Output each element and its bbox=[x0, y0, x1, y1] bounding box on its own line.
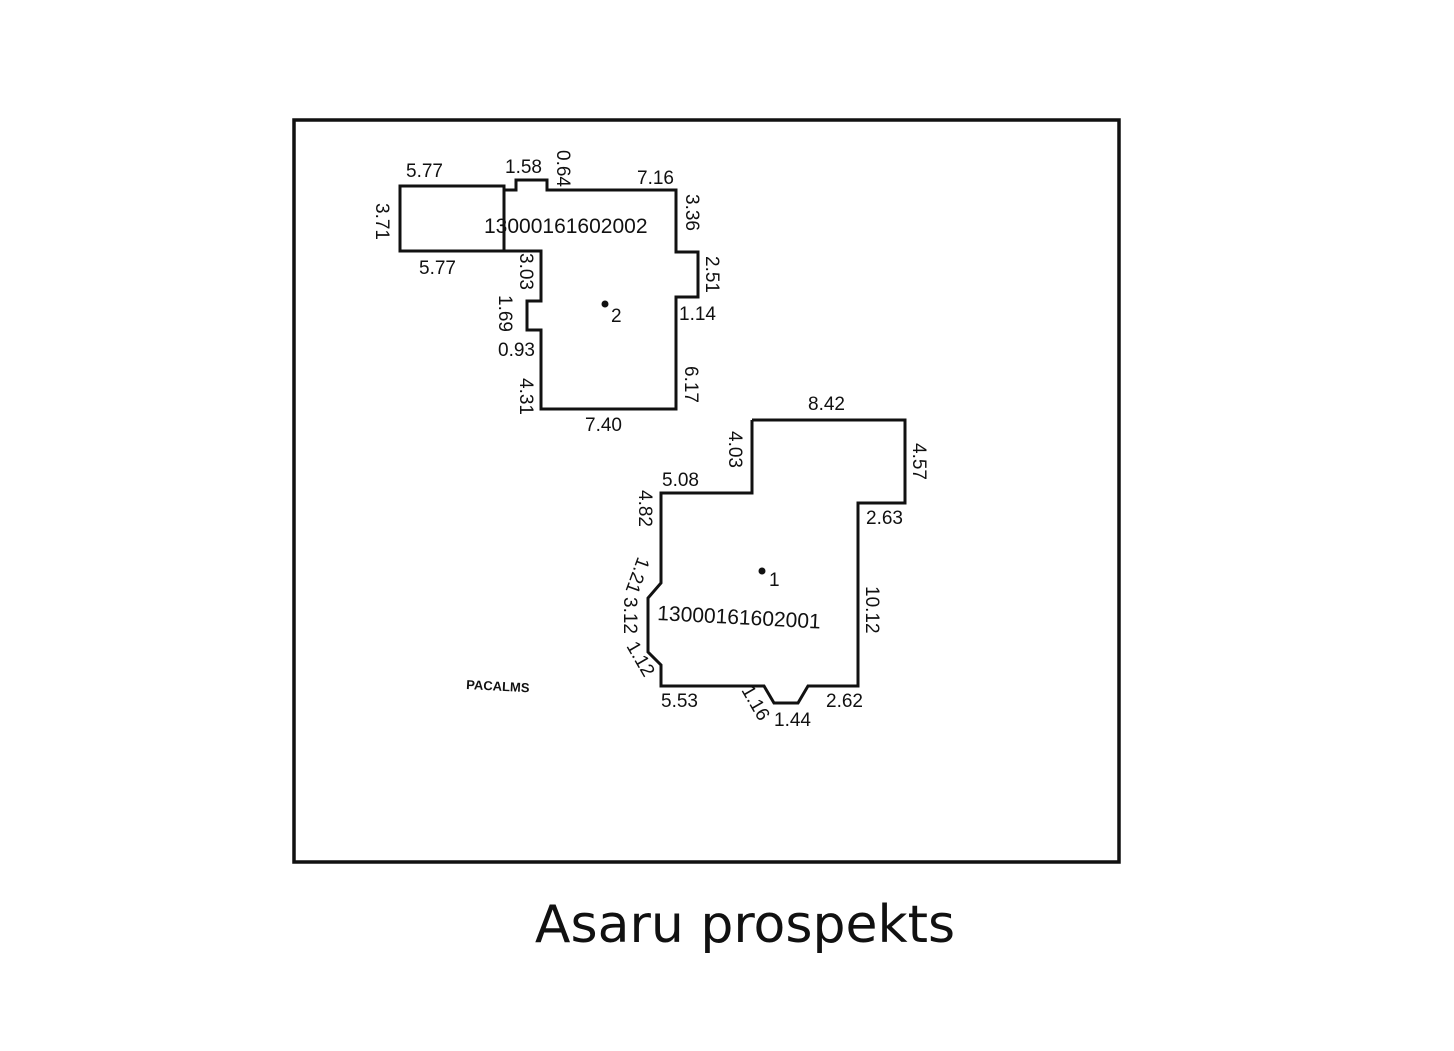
dimension-label: 0.64 bbox=[552, 150, 573, 187]
dimension-label: 1.14 bbox=[679, 304, 716, 325]
building-1-code: 13000161602001 bbox=[657, 602, 821, 634]
dimension-label: 6.17 bbox=[680, 366, 701, 403]
building-1: 1 13000161602001 8.42 4.03 4.57 5.08 4.8… bbox=[619, 394, 929, 731]
dimension-label: 8.42 bbox=[808, 394, 845, 415]
plan-title: Asaru prospekts bbox=[534, 895, 956, 955]
dimension-label: 0.93 bbox=[498, 340, 535, 361]
dimension-label: 5.77 bbox=[419, 258, 456, 279]
building-2-centroid bbox=[601, 300, 609, 308]
parcel-label: PACALMS bbox=[466, 677, 530, 695]
dimension-label: 5.08 bbox=[662, 470, 699, 491]
dimension-label: 3.71 bbox=[371, 203, 392, 240]
dimension-label: 4.82 bbox=[634, 490, 655, 527]
dimension-label: 2.62 bbox=[826, 691, 863, 712]
building-1-number: 1 bbox=[769, 570, 780, 591]
building-2-number: 2 bbox=[611, 306, 622, 327]
dimension-label: 4.57 bbox=[908, 443, 929, 480]
dimension-label: 1.58 bbox=[505, 157, 542, 178]
dimension-label: 5.53 bbox=[661, 691, 698, 712]
dimension-label: 1.44 bbox=[774, 710, 811, 731]
dimension-label: 1.69 bbox=[494, 295, 515, 332]
building-2-outline bbox=[504, 178, 700, 411]
dimension-label: 4.03 bbox=[724, 431, 745, 468]
building-2: 2 13000161602002 5.77 1.58 0.64 7.16 3.7… bbox=[371, 150, 722, 436]
dimension-label: 10.12 bbox=[861, 586, 882, 634]
dimension-label: 3.12 bbox=[619, 597, 640, 634]
dimension-label: 1.12 bbox=[622, 638, 659, 681]
building-2-code: 13000161602002 bbox=[484, 215, 648, 238]
parcel-boundary bbox=[292, 118, 1121, 864]
dimension-label: 7.16 bbox=[637, 168, 674, 189]
dimension-label: 5.77 bbox=[406, 161, 443, 182]
dimension-label: 7.40 bbox=[585, 415, 622, 436]
dimension-label: 2.63 bbox=[866, 508, 903, 529]
dimension-label: 2.51 bbox=[701, 256, 722, 293]
dimension-label: 1.16 bbox=[737, 682, 774, 725]
dimension-label: 1.21 bbox=[621, 554, 653, 596]
dimension-label: 4.31 bbox=[515, 378, 536, 415]
building-2-annex bbox=[398, 184, 506, 253]
dimension-label: 3.03 bbox=[515, 253, 536, 290]
building-1-centroid bbox=[758, 567, 766, 575]
building-1-outline bbox=[646, 418, 907, 705]
dimension-label: 3.36 bbox=[681, 194, 702, 231]
